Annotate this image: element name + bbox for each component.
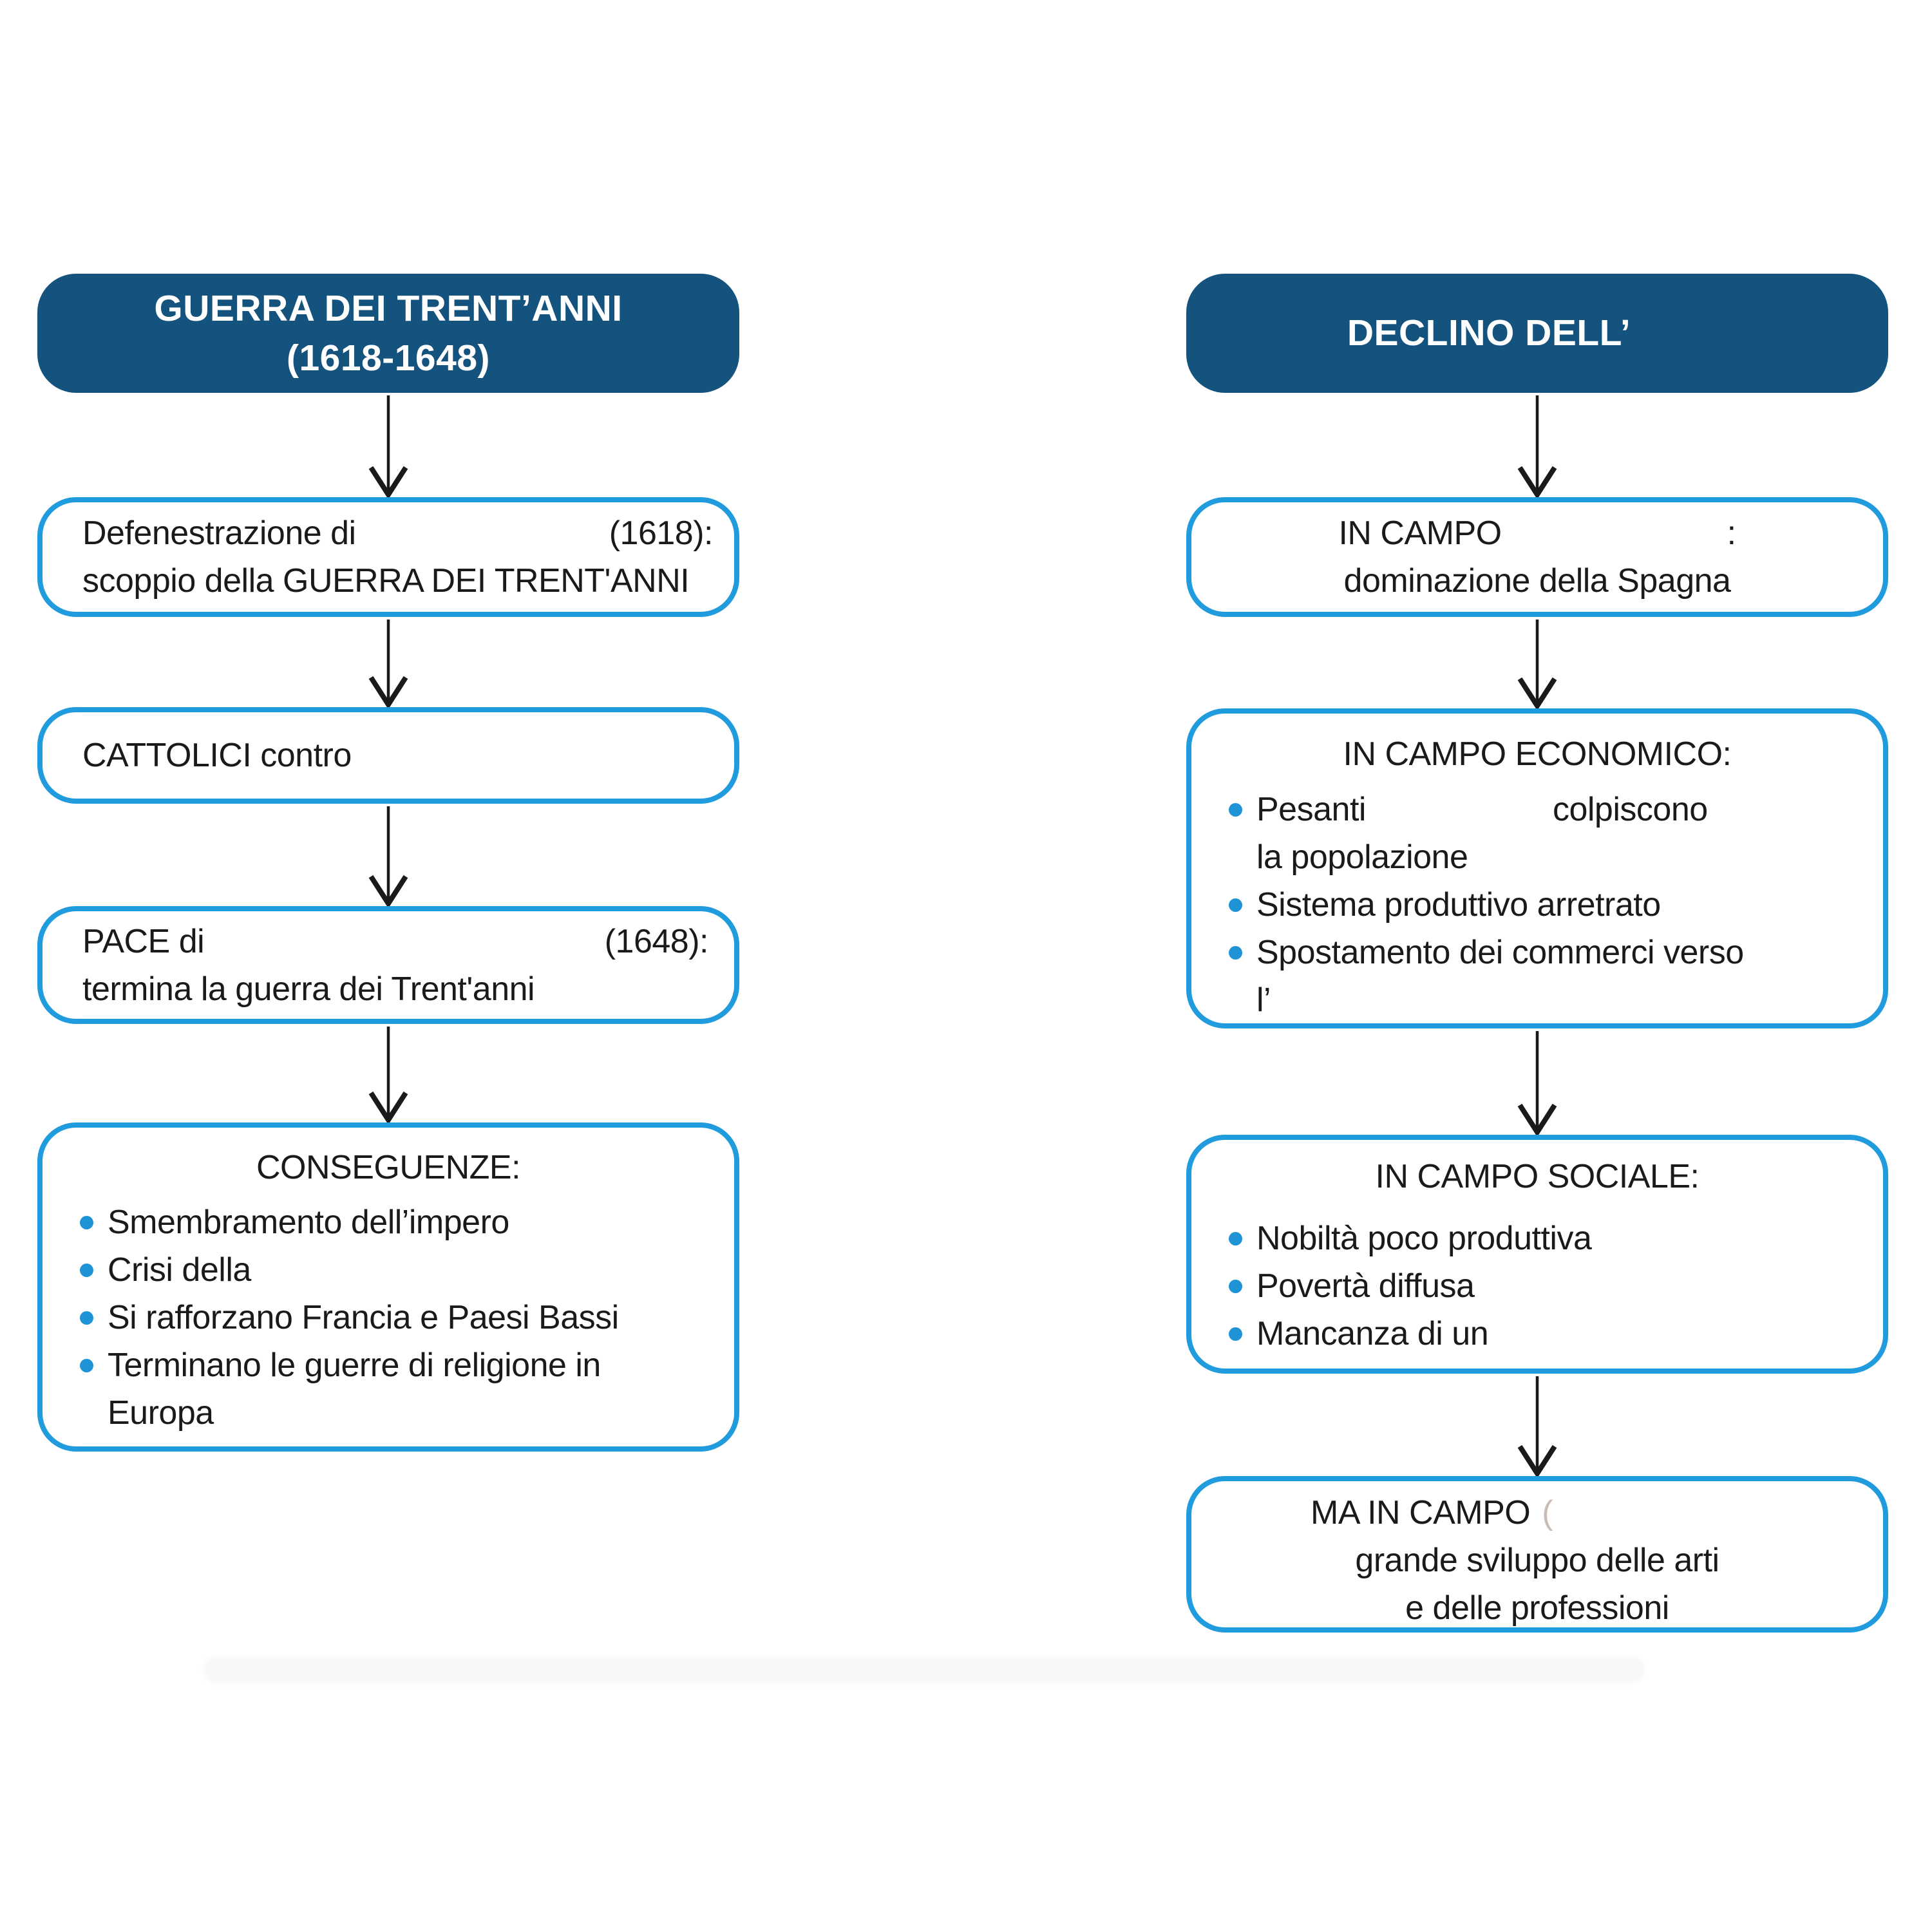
bullet-line: l’ xyxy=(1256,976,1865,1024)
text-segment: DECLINO DELL’ xyxy=(1347,312,1631,354)
list-item: Si rafforzano Francia e Paesi Bassi xyxy=(43,1294,734,1341)
box-campo-sociale: IN CAMPO SOCIALE: Nobiltà poco produttiv… xyxy=(1186,1135,1888,1374)
box-campo-sociale-bullets: Nobiltà poco produttiva Povertà diffusa … xyxy=(1191,1215,1883,1358)
bullet-dot-icon xyxy=(1229,1232,1242,1245)
bullet-line: Europa xyxy=(108,1394,214,1432)
box-defenestrazione-line1: Defenestrazione di (1618): xyxy=(82,509,714,557)
box-conseguenze-bullets: Smembramento dell’impero Crisi della Si … xyxy=(43,1198,734,1437)
text-segment: MA IN CAMPO xyxy=(1311,1494,1531,1531)
text-segment: l’ xyxy=(1256,981,1271,1019)
text-segment: Defenestrazione di xyxy=(82,515,356,552)
bullet-line: Spostamento dei commerci verso xyxy=(1256,934,1744,971)
list-item: Terminano le guerre di religione in Euro… xyxy=(43,1341,734,1437)
box-campo-politico-line1: IN CAMPO : xyxy=(1211,509,1864,557)
box-campo-economico: IN CAMPO ECONOMICO: Pesanti colpiscono l… xyxy=(1186,708,1888,1028)
text-segment: Crisi della xyxy=(108,1251,251,1289)
bullet-dot-icon xyxy=(1229,1327,1242,1341)
box-pace-line2: termina la guerra dei Trent'anni xyxy=(82,970,535,1008)
box-campo-culturale-line1: MA IN CAMPO ( xyxy=(1191,1489,1883,1537)
box-campo-economico-title: IN CAMPO ECONOMICO: xyxy=(1343,735,1732,773)
bullet-dot-icon xyxy=(80,1216,93,1229)
list-item: Spostamento dei commerci verso l’ xyxy=(1191,929,1883,1024)
faint-paren-artifact: ( xyxy=(1542,1494,1553,1531)
box-campo-politico-line2: dominazione della Spagna xyxy=(1343,562,1731,600)
down-arrow-connector xyxy=(368,395,408,497)
header-box-declino: DECLINO DELL’ xyxy=(1186,274,1888,393)
text-segment: IN CAMPO xyxy=(1338,515,1502,552)
down-arrow-connector xyxy=(1517,395,1557,497)
text-segment: : xyxy=(1727,515,1736,552)
bullet-line: Pesanti colpiscono xyxy=(1256,786,1865,833)
down-arrow-connector xyxy=(1517,1031,1557,1135)
text-segment: (1618): xyxy=(609,515,714,552)
header-guerra-line1: GUERRA DEI TRENT’ANNI xyxy=(154,287,623,329)
box-campo-politico-content: IN CAMPO : dominazione della Spagna xyxy=(1191,502,1883,612)
box-conseguenze-title: CONSEGUENZE: xyxy=(256,1149,521,1186)
text-segment: CATTOLICI contro xyxy=(82,737,352,774)
header-declino-line: DECLINO DELL’ xyxy=(1186,308,1888,358)
list-item: Mancanza di un xyxy=(1191,1310,1883,1358)
list-item: Sistema produttivo arretrato xyxy=(1191,881,1883,929)
box-cattolici: CATTOLICI contro xyxy=(37,707,739,804)
arrow-head xyxy=(1517,677,1557,708)
down-arrow-connector xyxy=(1517,1376,1557,1476)
text-segment: (1648): xyxy=(604,922,709,960)
bullet-dot-icon xyxy=(80,1311,93,1325)
down-arrow-connector xyxy=(368,1027,408,1122)
header-box-guerra: GUERRA DEI TRENT’ANNI (1618-1648) xyxy=(37,274,739,393)
box-campo-economico-bullets: Pesanti colpiscono la popolazione Sistem… xyxy=(1191,786,1883,1024)
text-segment: Pesanti xyxy=(1256,791,1366,828)
arrow-head xyxy=(1517,1444,1557,1476)
header-guerra-line2: (1618-1648) xyxy=(286,337,491,379)
box-campo-sociale-title: IN CAMPO SOCIALE: xyxy=(1375,1158,1700,1195)
box-cattolici-line: CATTOLICI contro xyxy=(82,732,713,779)
faded-band-artifact xyxy=(203,1656,1645,1683)
box-defenestrazione-line2: scoppio della GUERRA DEI TRENT'ANNI xyxy=(82,562,690,600)
text-segment: colpiscono xyxy=(1552,791,1708,828)
box-campo-culturale-line3: e delle professioni xyxy=(1405,1589,1669,1627)
arrow-head xyxy=(368,676,408,707)
bullet-dot-icon xyxy=(80,1264,93,1277)
bullet-line: la popolazione xyxy=(1256,838,1468,876)
list-item: Crisi della xyxy=(43,1246,734,1294)
list-item: Povertà diffusa xyxy=(1191,1262,1883,1310)
bullet-dot-icon xyxy=(1229,946,1242,960)
box-pace-content: PACE di (1648): termina la guerra dei Tr… xyxy=(43,911,734,1019)
box-defenestrazione-content: Defenestrazione di (1618): scoppio della… xyxy=(43,502,734,612)
list-item: Pesanti colpiscono la popolazione xyxy=(1191,786,1883,881)
arrow-head xyxy=(368,1091,408,1122)
down-arrow-connector xyxy=(1517,620,1557,708)
list-item: Nobiltà poco produttiva xyxy=(1191,1215,1883,1262)
text-segment: Mancanza di un xyxy=(1256,1315,1489,1352)
box-conseguenze: CONSEGUENZE: Smembramento dell’impero Cr… xyxy=(37,1122,739,1452)
arrow-head xyxy=(1517,466,1557,497)
box-cattolici-content: CATTOLICI contro xyxy=(43,712,734,799)
bullet-dot-icon xyxy=(1229,898,1242,912)
arrow-head xyxy=(1517,1103,1557,1135)
box-pace: PACE di (1648): termina la guerra dei Tr… xyxy=(37,906,739,1024)
bullet-dot-icon xyxy=(1229,1280,1242,1293)
box-defenestrazione: Defenestrazione di (1618): scoppio della… xyxy=(37,497,739,617)
box-campo-culturale: MA IN CAMPO ( grande sviluppo delle arti… xyxy=(1186,1476,1888,1633)
arrow-head xyxy=(368,466,408,497)
box-campo-politico: IN CAMPO : dominazione della Spagna xyxy=(1186,497,1888,617)
bullet-line: Terminano le guerre di religione in xyxy=(108,1347,601,1384)
list-item: Smembramento dell’impero xyxy=(43,1198,734,1246)
arrow-head xyxy=(368,875,408,906)
bullet-dot-icon xyxy=(80,1359,93,1372)
down-arrow-connector xyxy=(368,620,408,707)
down-arrow-connector xyxy=(368,806,408,906)
box-pace-line1: PACE di (1648): xyxy=(82,918,709,965)
bullet-dot-icon xyxy=(1229,803,1242,817)
box-campo-culturale-line2: grande sviluppo delle arti xyxy=(1355,1542,1719,1579)
text-segment: PACE di xyxy=(82,922,205,960)
